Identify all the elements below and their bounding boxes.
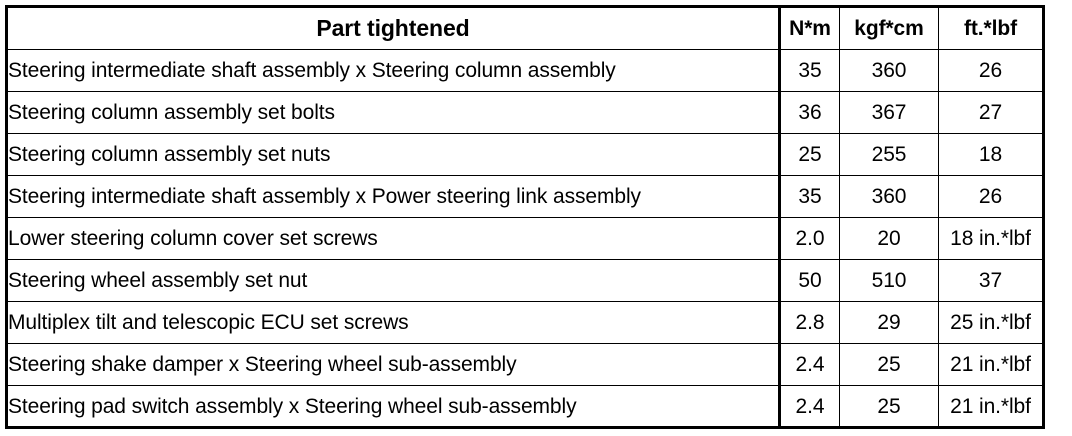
cell-ft-lbf: 25 in.*lbf <box>938 301 1044 344</box>
table-row: Steering column assembly set bolts 36 36… <box>6 91 1044 134</box>
cell-kgf-cm: 25 <box>839 385 939 428</box>
cell-kgf-cm: 510 <box>839 259 939 302</box>
cell-ft-lbf: 18 in.*lbf <box>938 217 1044 260</box>
cell-ft-lbf: 26 <box>938 175 1044 218</box>
column-header-kgf-cm: kgf*cm <box>839 6 939 50</box>
table-row: Lower steering column cover set screws 2… <box>6 217 1044 260</box>
cell-ft-lbf: 37 <box>938 259 1044 302</box>
cell-kgf-cm: 20 <box>839 217 939 260</box>
cell-part-tightened: Steering intermediate shaft assembly x P… <box>6 175 780 218</box>
cell-part-tightened: Multiplex tilt and telescopic ECU set sc… <box>6 301 780 344</box>
cell-part-tightened: Steering column assembly set bolts <box>6 91 780 134</box>
torque-specification-table: Part tightened N*m kgf*cm ft.*lbf Steeri… <box>5 5 1045 429</box>
column-header-ft-lbf: ft.*lbf <box>938 6 1044 50</box>
cell-newton-meter: 2.0 <box>778 217 840 260</box>
cell-part-tightened: Lower steering column cover set screws <box>6 217 780 260</box>
table-header-row: Part tightened N*m kgf*cm ft.*lbf <box>6 6 1044 50</box>
cell-part-tightened: Steering intermediate shaft assembly x S… <box>6 49 780 92</box>
table-row: Steering column assembly set nuts 25 255… <box>6 133 1044 176</box>
cell-newton-meter: 36 <box>778 91 840 134</box>
cell-kgf-cm: 25 <box>839 343 939 386</box>
cell-part-tightened: Steering pad switch assembly x Steering … <box>6 385 780 428</box>
cell-kgf-cm: 360 <box>839 49 939 92</box>
cell-newton-meter: 35 <box>778 49 840 92</box>
table-body: Steering intermediate shaft assembly x S… <box>6 49 1044 428</box>
cell-part-tightened: Steering column assembly set nuts <box>6 133 780 176</box>
cell-ft-lbf: 21 in.*lbf <box>938 343 1044 386</box>
cell-kgf-cm: 255 <box>839 133 939 176</box>
table-header: Part tightened N*m kgf*cm ft.*lbf <box>6 6 1044 50</box>
table-row: Steering pad switch assembly x Steering … <box>6 385 1044 428</box>
cell-kgf-cm: 367 <box>839 91 939 134</box>
cell-newton-meter: 2.4 <box>778 385 840 428</box>
cell-ft-lbf: 18 <box>938 133 1044 176</box>
cell-kgf-cm: 360 <box>839 175 939 218</box>
column-header-part-tightened: Part tightened <box>6 6 780 50</box>
table-row: Steering intermediate shaft assembly x S… <box>6 49 1044 92</box>
cell-kgf-cm: 29 <box>839 301 939 344</box>
cell-newton-meter: 2.4 <box>778 343 840 386</box>
table-row: Steering intermediate shaft assembly x P… <box>6 175 1044 218</box>
table-row: Steering shake damper x Steering wheel s… <box>6 343 1044 386</box>
cell-newton-meter: 35 <box>778 175 840 218</box>
cell-ft-lbf: 26 <box>938 49 1044 92</box>
cell-newton-meter: 2.8 <box>778 301 840 344</box>
cell-newton-meter: 50 <box>778 259 840 302</box>
table-row: Steering wheel assembly set nut 50 510 3… <box>6 259 1044 302</box>
cell-part-tightened: Steering wheel assembly set nut <box>6 259 780 302</box>
cell-ft-lbf: 21 in.*lbf <box>938 385 1044 428</box>
cell-ft-lbf: 27 <box>938 91 1044 134</box>
column-header-newton-meter: N*m <box>778 6 840 50</box>
table-row: Multiplex tilt and telescopic ECU set sc… <box>6 301 1044 344</box>
torque-specification-table-container: Part tightened N*m kgf*cm ft.*lbf Steeri… <box>5 5 1045 429</box>
cell-newton-meter: 25 <box>778 133 840 176</box>
cell-part-tightened: Steering shake damper x Steering wheel s… <box>6 343 780 386</box>
